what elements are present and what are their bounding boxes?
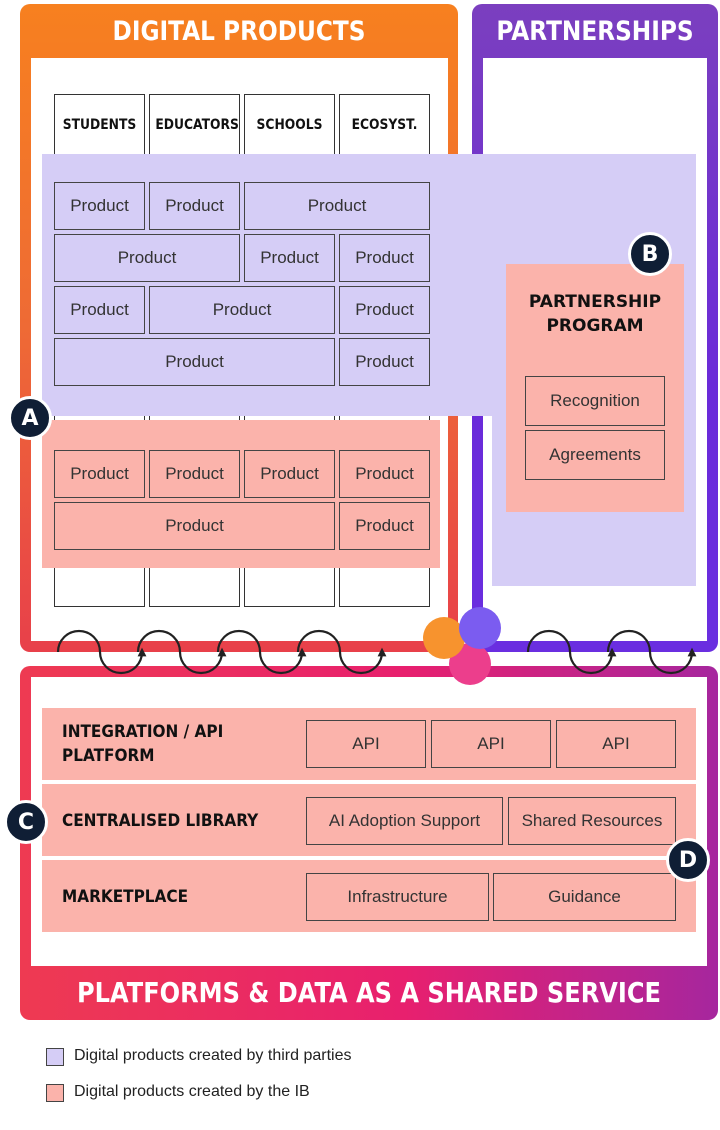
legend-label-third-party: Digital products created by third partie… [74,1047,352,1064]
third-party-product: Product [339,286,430,334]
marker-a: A [8,396,52,440]
column-header: ECOSYST. [351,117,418,133]
purple-circle [459,607,501,649]
third-party-product: Product [244,234,335,282]
partnership-item-agreements: Agreements [525,430,665,480]
third-party-product: Product [339,338,430,386]
marketplace-label: MARKETPLACE [62,887,189,907]
loop-connector [526,629,617,675]
legend-label-ib: Digital products created by the IB [74,1083,310,1100]
loop-connector [136,629,227,675]
third-party-product: Product [149,286,335,334]
third-party-product: Product [54,286,145,334]
marker-b: B [628,232,672,276]
third-party-product: Product [54,234,240,282]
column-header: SCHOOLS [256,117,323,133]
ib-product: Product [339,450,430,498]
orange-circle [423,617,465,659]
third-party-product: Product [54,182,145,230]
connector-loops [56,607,697,685]
marketplace-item: Infrastructure [306,873,489,921]
ib-product: Product [149,450,240,498]
marker-c: C [4,800,48,844]
platforms-title: PLATFORMS & DATA AS A SHARED SERVICE [77,976,661,1009]
marker-d: D [666,838,710,882]
pink-circle [449,643,491,685]
loop-connector [216,629,307,675]
library-item: AI Adoption Support [306,797,503,845]
marketplace-item: Guidance [493,873,676,921]
third-party-product: Product [244,182,430,230]
legend-swatch-ib [46,1084,64,1102]
ib-product: Product [54,450,145,498]
api-item: API [556,720,676,768]
integration-api-label: INTEGRATION / API PLATFORM [62,722,224,766]
third-party-product: Product [149,182,240,230]
partnerships-title: PARTNERSHIPS [496,16,694,47]
loop-connector [296,629,387,675]
third-party-product: Product [54,338,335,386]
column-header: STUDENTS [62,117,137,133]
digital-products-title: DIGITAL PRODUCTS [112,16,366,47]
loop-connector [606,629,697,675]
column-header: EDUCATORS [155,117,239,133]
loop-connector [56,629,147,675]
ib-product: Product [339,502,430,550]
third-party-product: Product [339,234,430,282]
centralised-library-label: CENTRALISED LIBRARY [62,811,259,831]
ib-product: Product [244,450,335,498]
partnership-item-recognition: Recognition [525,376,665,426]
api-item: API [306,720,426,768]
library-item: Shared Resources [508,797,676,845]
partnership-program-title: PARTNERSHIP PROGRAM [528,292,662,336]
ib-product: Product [54,502,335,550]
legend-swatch-third-party [46,1048,64,1066]
api-item: API [431,720,551,768]
